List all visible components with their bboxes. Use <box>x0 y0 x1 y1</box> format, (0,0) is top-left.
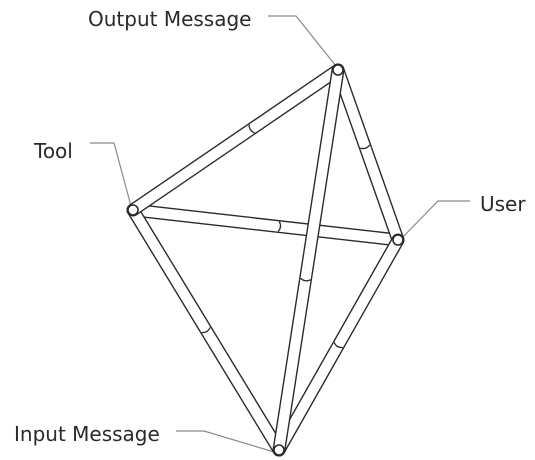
edges <box>126 63 405 457</box>
edge-user-input <box>272 233 405 457</box>
edge-fill <box>127 204 404 246</box>
leader-lines <box>90 15 470 453</box>
edge-tool-user <box>126 203 405 247</box>
edge-output-input <box>272 63 345 457</box>
node-label-input-message: Input Message <box>14 422 160 446</box>
node-label-tool: Tool <box>34 139 73 163</box>
joints <box>127 64 404 456</box>
edge-tool-input <box>126 203 286 457</box>
edge-seam <box>300 277 311 282</box>
joint-output <box>332 64 344 76</box>
edge-seam <box>333 342 343 349</box>
edge-seam <box>248 124 255 134</box>
leader-input <box>176 430 275 453</box>
edge-seam <box>277 221 282 232</box>
joint-tool <box>127 204 139 216</box>
edge-fill <box>332 64 404 246</box>
node-label-output-message: Output Message <box>88 7 252 31</box>
edge-seam <box>201 327 211 334</box>
leader-output <box>268 15 337 67</box>
joint-input <box>273 444 285 456</box>
edge-fill <box>127 204 285 456</box>
edge-fill <box>273 64 344 456</box>
node-label-user: User <box>480 192 526 216</box>
edge-output-tool <box>126 63 345 217</box>
edge-fill <box>273 234 404 456</box>
leader-tool <box>90 142 132 207</box>
leader-user <box>399 200 470 241</box>
edge-seam <box>360 144 371 150</box>
edge-fill <box>127 64 344 216</box>
edge-output-user <box>331 63 405 247</box>
joint-user <box>392 234 404 246</box>
